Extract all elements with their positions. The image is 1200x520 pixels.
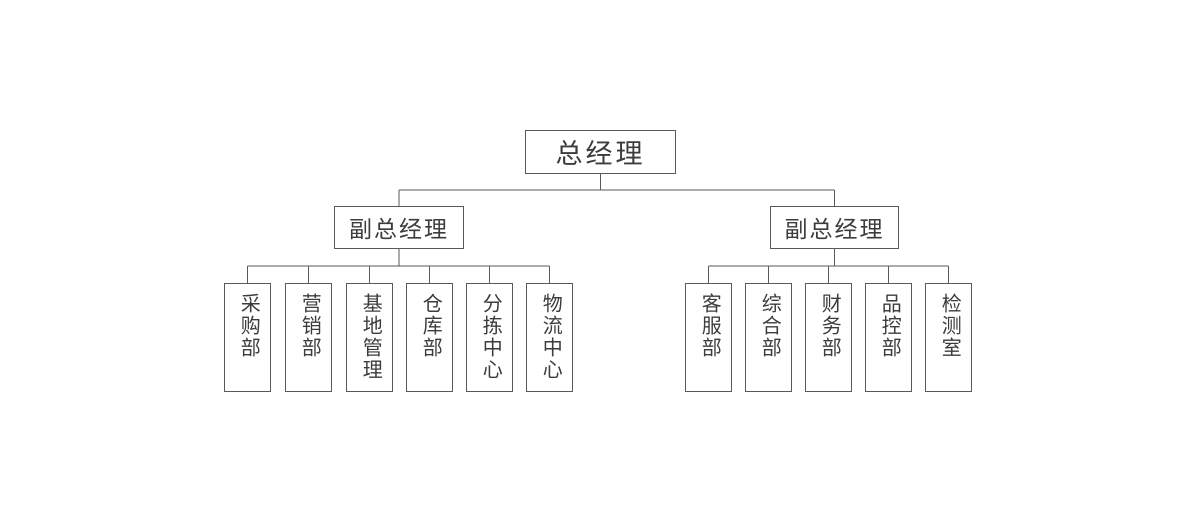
node-department-物流中心-label: 物流中心	[539, 293, 562, 381]
node-department-客服部-label: 客服部	[698, 293, 721, 359]
node-department-品控部[interactable]: 品控部	[865, 283, 912, 392]
node-department-分拣中心-label: 分拣中心	[479, 293, 502, 381]
node-department-财务部[interactable]: 财务部	[805, 283, 852, 392]
node-department-客服部[interactable]: 客服部	[685, 283, 732, 392]
node-department-检测室[interactable]: 检测室	[925, 283, 972, 392]
node-department-基地管理[interactable]: 基地管理	[346, 283, 393, 392]
node-department-采购部-label: 采购部	[237, 293, 260, 359]
node-deputy-general-manager-1-label: 副总经理	[349, 215, 449, 242]
node-department-采购部[interactable]: 采购部	[224, 283, 271, 392]
node-department-品控部-label: 品控部	[878, 293, 901, 359]
node-department-基地管理-label: 基地管理	[359, 293, 382, 381]
node-department-物流中心[interactable]: 物流中心	[526, 283, 573, 392]
node-department-综合部-label: 综合部	[758, 293, 781, 359]
node-deputy-general-manager-1[interactable]: 副总经理	[334, 206, 464, 249]
node-department-分拣中心[interactable]: 分拣中心	[466, 283, 513, 392]
node-department-综合部[interactable]: 综合部	[745, 283, 792, 392]
node-department-营销部-label: 营销部	[298, 293, 321, 359]
node-department-营销部[interactable]: 营销部	[285, 283, 332, 392]
node-department-财务部-label: 财务部	[818, 293, 841, 359]
node-general-manager-label: 总经理	[555, 138, 646, 169]
node-deputy-general-manager-2-label: 副总经理	[784, 215, 885, 242]
node-deputy-general-manager-2[interactable]: 副总经理	[770, 206, 899, 249]
node-department-仓库部-label: 仓库部	[419, 293, 442, 359]
node-department-仓库部[interactable]: 仓库部	[406, 283, 453, 392]
node-department-检测室-label: 检测室	[938, 293, 961, 359]
node-general-manager[interactable]: 总经理	[525, 130, 676, 174]
